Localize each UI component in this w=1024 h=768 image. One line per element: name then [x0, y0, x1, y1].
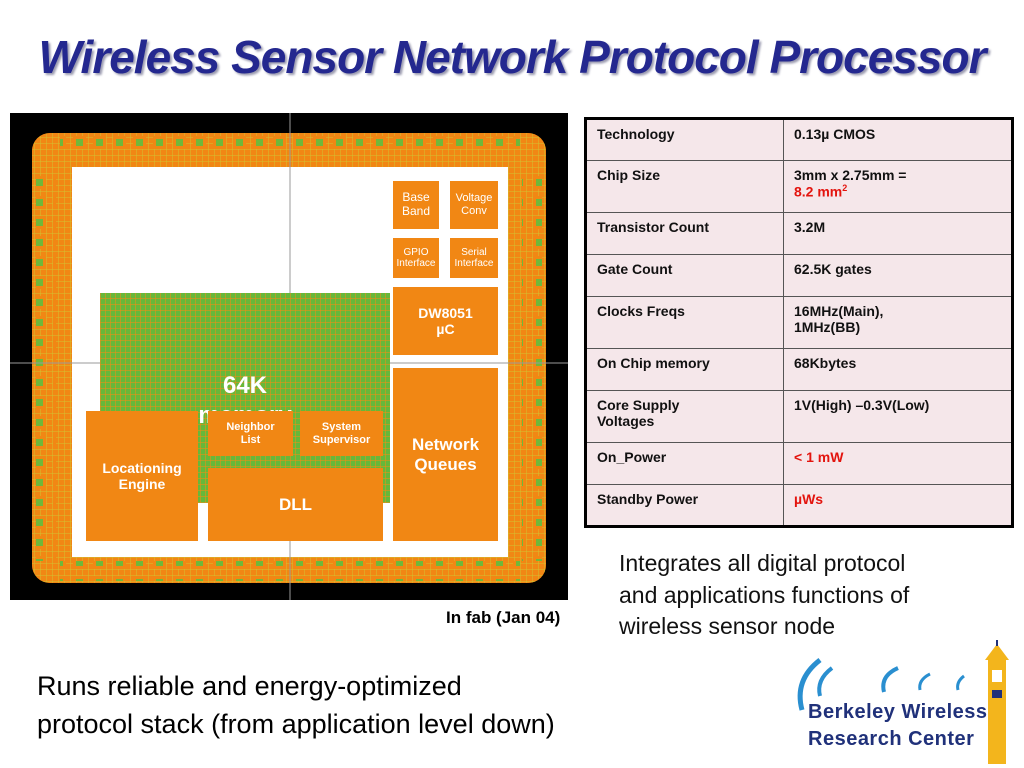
system-supervisor-block: System Supervisor [300, 411, 383, 456]
spec-value: 0.13µ CMOS [783, 118, 1013, 161]
dw8051-block: DW8051 µC [393, 287, 498, 355]
spec-value-area-exponent: 2 [842, 183, 848, 193]
network-queues-line2: Queues [414, 454, 477, 474]
spec-label: Chip Size [585, 160, 784, 213]
base-band-line1: Base [402, 190, 430, 205]
spec-value-clocks: 16MHz(Main), 1MHz(BB) [783, 296, 1013, 349]
integration-note: Integrates all digital protocol and appl… [619, 548, 999, 643]
spec-value: < 1 mW [783, 442, 1013, 485]
spec-value-area: 8.2 mm [794, 183, 843, 200]
voltage-conv-line1: Voltage [455, 192, 493, 205]
spec-value: 3mm x 2.75mm = [794, 167, 907, 183]
memory-label-line1: 64K [222, 372, 268, 399]
summary-line: Runs reliable and energy-optimized [37, 671, 462, 701]
dll-block: DLL [208, 468, 383, 541]
table-row: Technology 0.13µ CMOS [585, 118, 1013, 161]
bwrc-logo-graphic [797, 640, 1009, 764]
locationing-line2: Engine [118, 476, 166, 492]
spec-value: µWs [783, 484, 1013, 527]
chip-die-photo: 64K memory Base Band Voltage Conv GPIO I… [10, 113, 568, 600]
spec-label: Gate Count [585, 254, 784, 297]
locationing-engine-block: Locationing Engine [86, 411, 198, 541]
logo-line1: Berkeley Wireless [808, 701, 988, 723]
voltage-conv-block: Voltage Conv [450, 181, 498, 229]
spec-label-line2: Voltages [597, 413, 655, 429]
table-row: Transistor Count 3.2M [585, 212, 1013, 255]
serial-interface-block: Serial Interface [450, 238, 498, 278]
network-queues-block: Network Queues [393, 368, 498, 541]
supervisor-line2: Supervisor [312, 433, 371, 446]
spec-label: Clocks Freqs [585, 296, 784, 349]
spec-value: 62.5K gates [783, 254, 1013, 297]
note-line: Integrates all digital protocol [619, 550, 906, 576]
slide-title: Wireless Sensor Network Protocol Process… [38, 31, 987, 83]
gpio-line2: Interface [396, 258, 436, 269]
neighbor-list-block: Neighbor List [208, 411, 293, 456]
note-line: and applications functions of [619, 581, 910, 608]
table-row: Standby Power µWs [585, 484, 1013, 527]
neighbor-line2: List [240, 433, 261, 446]
summary-text: Runs reliable and energy-optimized proto… [37, 668, 555, 744]
gpio-interface-block: GPIO Interface [393, 238, 439, 278]
bwrc-logo: Berkeley Wireless Research Center [780, 640, 1024, 768]
gpio-line1: GPIO [403, 246, 429, 258]
locationing-line1: Locationing [102, 459, 182, 476]
table-row: Clocks Freqs 16MHz(Main), 1MHz(BB) [585, 296, 1013, 349]
dw8051-line2: µC [436, 321, 455, 337]
spec-label: Transistor Count [585, 212, 784, 255]
spec-value: 16MHz(Main), [794, 303, 884, 319]
spec-value: 1V(High) –0.3V(Low) [783, 390, 1013, 443]
voltage-conv-line2: Conv [461, 205, 487, 217]
spec-value-line2: 1MHz(BB) [794, 319, 861, 335]
spec-label: Core Supply [597, 397, 680, 413]
serial-line1: Serial [461, 246, 487, 258]
table-row: Core Supply Voltages 1V(High) –0.3V(Low) [585, 390, 1013, 443]
base-band-block: Base Band [393, 181, 439, 229]
summary-line: protocol stack (from application level d… [37, 708, 555, 739]
spec-label: Standby Power [585, 484, 784, 527]
supervisor-line1: System [321, 420, 362, 433]
network-queues-line1: Network [411, 434, 480, 454]
table-row: On Chip memory 68Kbytes [585, 348, 1013, 391]
note-line: wireless sensor node [619, 613, 836, 640]
chip-caption: In fab (Jan 04) [446, 608, 561, 627]
dw8051-line1: DW8051 [418, 304, 473, 321]
spec-label: Technology [585, 118, 784, 161]
table-row: Chip Size 3mm x 2.75mm = 8.2 mm2 [585, 160, 1013, 213]
spec-table: Technology 0.13µ CMOS Chip Size 3mm x 2.… [584, 117, 1014, 528]
spec-label: On_Power [585, 442, 784, 485]
spec-label-voltages: Core Supply Voltages [585, 390, 784, 443]
spec-label: On Chip memory [585, 348, 784, 391]
spec-value: 68Kbytes [783, 348, 1013, 391]
spec-value-chip-size: 3mm x 2.75mm = 8.2 mm2 [783, 160, 1013, 213]
spec-value: 3.2M [783, 212, 1013, 255]
table-row: On_Power < 1 mW [585, 442, 1013, 485]
serial-line2: Interface [454, 258, 494, 269]
base-band-line2: Band [401, 204, 431, 218]
neighbor-line1: Neighbor [226, 420, 275, 433]
table-row: Gate Count 62.5K gates [585, 254, 1013, 297]
logo-line2: Research Center [808, 728, 975, 750]
